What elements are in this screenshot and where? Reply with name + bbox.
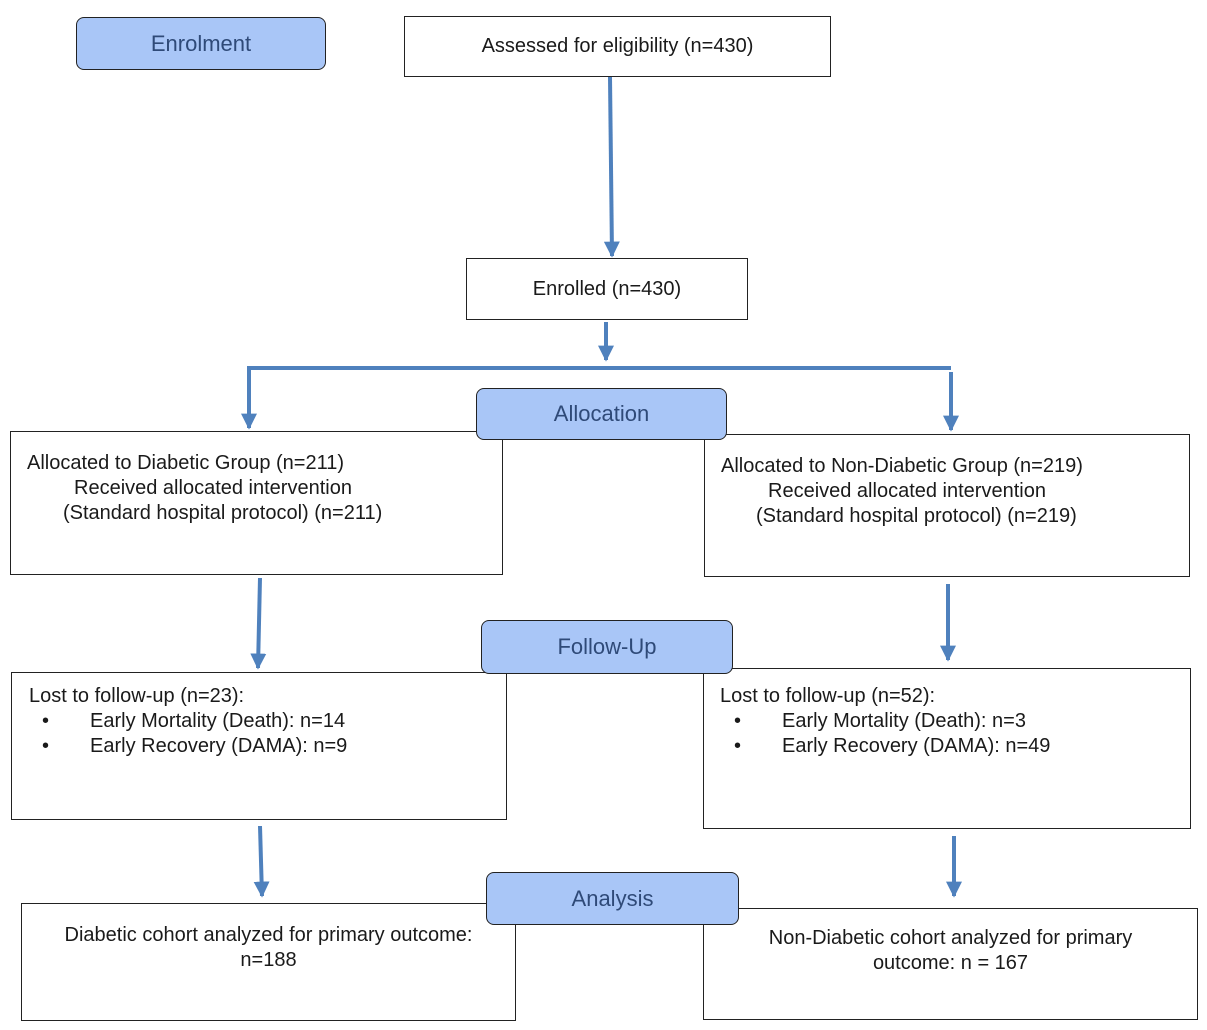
non-diabetic-loss-item: Early Mortality (Death): n=3 xyxy=(704,709,1190,734)
stage-analysis: Analysis xyxy=(486,872,739,925)
stage-enrolment: Enrolment xyxy=(76,17,326,70)
diabetic-analysis-box: Diabetic cohort analyzed for primary out… xyxy=(21,903,516,1021)
non-diabetic-allocation-box: Allocated to Non-Diabetic Group (n=219) … xyxy=(704,434,1190,577)
non-diabetic-loss-item: Early Recovery (DAMA): n=49 xyxy=(704,734,1190,759)
non-diabetic-analysis-box: Non-Diabetic cohort analyzed for primary… xyxy=(703,908,1198,1020)
enrolled-text: Enrolled (n=430) xyxy=(532,277,682,300)
non-diabetic-allocation-line3: (Standard hospital protocol) (n=219) xyxy=(756,505,1077,527)
non-diabetic-analysis-line2: outcome: n = 167 xyxy=(872,952,1029,974)
arrow-assessed-to-enrolled xyxy=(603,76,620,258)
diabetic-allocation-line1: Allocated to Diabetic Group (n=211) xyxy=(27,452,345,474)
diabetic-loss-item: Early Mortality (Death): n=14 xyxy=(12,709,506,734)
stage-follow-up-label: Follow-Up xyxy=(557,634,657,659)
stage-enrolment-label: Enrolment xyxy=(150,30,252,56)
diabetic-allocation-line2: Received allocated intervention xyxy=(74,477,352,499)
diabetic-allocation-line3: (Standard hospital protocol) (n=211) xyxy=(63,502,383,524)
diabetic-loss-list: Early Mortality (Death): n=14 Early Reco… xyxy=(12,709,506,759)
non-diabetic-followup-box: Lost to follow-up (n=52): Early Mortalit… xyxy=(703,668,1191,829)
stage-follow-up: Follow-Up xyxy=(481,620,733,674)
diabetic-analysis-line1: Diabetic cohort analyzed for primary out… xyxy=(64,924,473,946)
arrow-diabetic-to-followup xyxy=(250,577,267,670)
diabetic-analysis-line2: n=188 xyxy=(240,949,297,971)
stage-analysis-label: Analysis xyxy=(571,885,654,911)
stage-allocation-label: Allocation xyxy=(553,401,650,426)
assessed-box: Assessed for eligibility (n=430) xyxy=(404,16,831,77)
diabetic-followup-box: Lost to follow-up (n=23): Early Mortalit… xyxy=(11,672,507,820)
non-diabetic-allocation-line1: Allocated to Non-Diabetic Group (n=219) xyxy=(721,455,1083,477)
non-diabetic-analysis-line1: Non-Diabetic cohort analyzed for primary xyxy=(768,927,1133,949)
enrolled-box: Enrolled (n=430) xyxy=(466,258,748,320)
diabetic-allocation-box: Allocated to Diabetic Group (n=211) Rece… xyxy=(10,431,503,575)
non-diabetic-loss-list: Early Mortality (Death): n=3 Early Recov… xyxy=(704,709,1190,759)
arrow-diabetic-to-analysis xyxy=(253,825,270,898)
non-diabetic-followup-heading: Lost to follow-up (n=52): xyxy=(720,685,936,707)
stage-allocation: Allocation xyxy=(476,388,727,440)
diabetic-loss-item: Early Recovery (DAMA): n=9 xyxy=(12,734,506,759)
assessed-text: Assessed for eligibility (n=430) xyxy=(481,35,754,57)
non-diabetic-allocation-line2: Received allocated intervention xyxy=(768,480,1046,502)
diabetic-followup-heading: Lost to follow-up (n=23): xyxy=(29,685,245,707)
